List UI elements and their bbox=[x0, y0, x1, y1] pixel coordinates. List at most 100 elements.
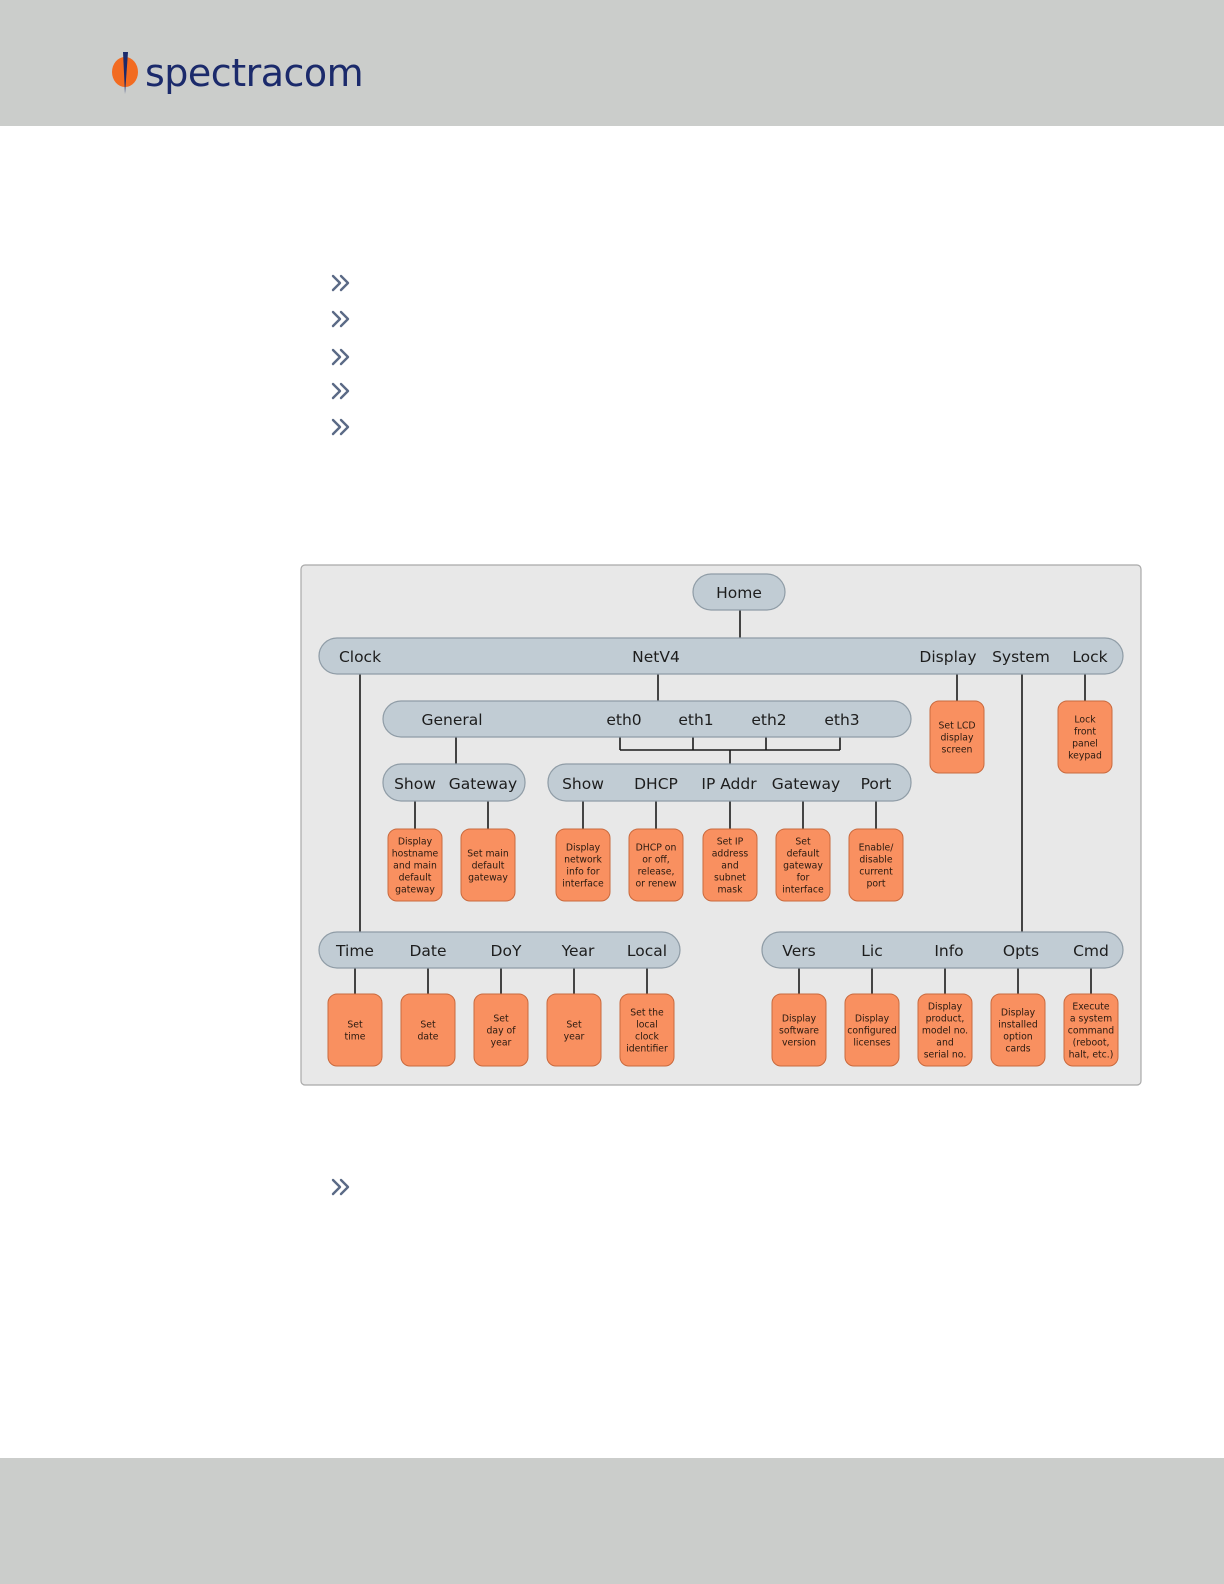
menu-item-info[interactable]: Info bbox=[934, 942, 963, 960]
menu-item-system[interactable]: System bbox=[992, 648, 1050, 666]
menu-item-general-show[interactable]: Show bbox=[394, 775, 436, 793]
bullet-icon bbox=[329, 415, 353, 439]
node-general-1-box bbox=[460, 828, 516, 902]
menu-item-opts[interactable]: Opts bbox=[1003, 942, 1039, 960]
bullet-icon bbox=[329, 379, 353, 403]
menu-item-eth0[interactable]: eth0 bbox=[606, 711, 641, 729]
menu-item-eth-show[interactable]: Show bbox=[562, 775, 604, 793]
node-clock-4-box bbox=[619, 993, 675, 1067]
header-band bbox=[0, 0, 1224, 126]
menu-item-display[interactable]: Display bbox=[919, 648, 976, 666]
node-eth-4-box bbox=[848, 828, 904, 902]
menu-item-time[interactable]: Time bbox=[335, 942, 374, 960]
node-eth-2-box bbox=[702, 828, 758, 902]
menu-item-eth3[interactable]: eth3 bbox=[824, 711, 859, 729]
menu-item-vers[interactable]: Vers bbox=[782, 942, 815, 960]
bullet-icon bbox=[329, 1175, 353, 1199]
node-system-4-box bbox=[1063, 993, 1119, 1067]
spectracom-logo[interactable]: spectracom bbox=[109, 50, 364, 96]
menu-item-eth1[interactable]: eth1 bbox=[678, 711, 713, 729]
node-set-lcd-display-box bbox=[929, 700, 985, 774]
node-system-2-box bbox=[917, 993, 973, 1067]
node-clock-0-box bbox=[327, 993, 383, 1067]
menu-item-eth-gateway[interactable]: Gateway bbox=[772, 775, 840, 793]
menu-item-lic[interactable]: Lic bbox=[861, 942, 882, 960]
footer-band bbox=[0, 1458, 1224, 1584]
node-clock-3-box bbox=[546, 993, 602, 1067]
menu-item-eth2[interactable]: eth2 bbox=[751, 711, 786, 729]
clock-submenu-bar bbox=[318, 931, 681, 969]
menu-item-eth-dhcp[interactable]: DHCP bbox=[634, 775, 678, 793]
node-system-3-box bbox=[990, 993, 1046, 1067]
top-menu-bar bbox=[318, 637, 1124, 675]
node-clock-1-box bbox=[400, 993, 456, 1067]
node-eth-0-box bbox=[555, 828, 611, 902]
node-lock-keypad-box bbox=[1057, 700, 1113, 774]
menu-item-netv4[interactable]: NetV4 bbox=[632, 648, 680, 666]
node-system-1-box bbox=[844, 993, 900, 1067]
front-panel-menu-diagram: Home Clock NetV4 Display System Lock Gen… bbox=[300, 564, 1142, 1086]
logo-text: spectracom bbox=[145, 51, 364, 95]
menu-item-eth-ipaddr[interactable]: IP Addr bbox=[701, 775, 757, 793]
home-bar bbox=[692, 573, 786, 611]
general-submenu-bar bbox=[382, 763, 526, 802]
bullet-icon bbox=[329, 307, 353, 331]
node-eth-1-box bbox=[628, 828, 684, 902]
menu-item-general[interactable]: General bbox=[421, 711, 482, 729]
menu-item-date[interactable]: Date bbox=[409, 942, 446, 960]
menu-item-doy[interactable]: DoY bbox=[491, 942, 522, 960]
bullet-icon bbox=[329, 345, 353, 369]
menu-item-local[interactable]: Local bbox=[627, 942, 667, 960]
menu-item-year[interactable]: Year bbox=[561, 942, 595, 960]
menu-tree-svg: Home Clock NetV4 Display System Lock Gen… bbox=[300, 564, 1142, 1086]
connector-lines bbox=[354, 610, 1092, 994]
menu-item-general-gateway[interactable]: Gateway bbox=[449, 775, 517, 793]
menu-item-eth-port[interactable]: Port bbox=[861, 775, 892, 793]
menu-item-lock[interactable]: Lock bbox=[1072, 648, 1107, 666]
netv4-menu-bar bbox=[382, 700, 912, 738]
system-submenu-bar bbox=[761, 931, 1124, 969]
menu-item-clock[interactable]: Clock bbox=[339, 648, 381, 666]
spectracom-logo-icon bbox=[112, 52, 138, 94]
menu-item-cmd[interactable]: Cmd bbox=[1073, 942, 1109, 960]
node-eth-3-box bbox=[775, 828, 831, 902]
node-system-0-box bbox=[771, 993, 827, 1067]
bullet-icon bbox=[329, 271, 353, 295]
home-label[interactable]: Home bbox=[716, 584, 762, 602]
